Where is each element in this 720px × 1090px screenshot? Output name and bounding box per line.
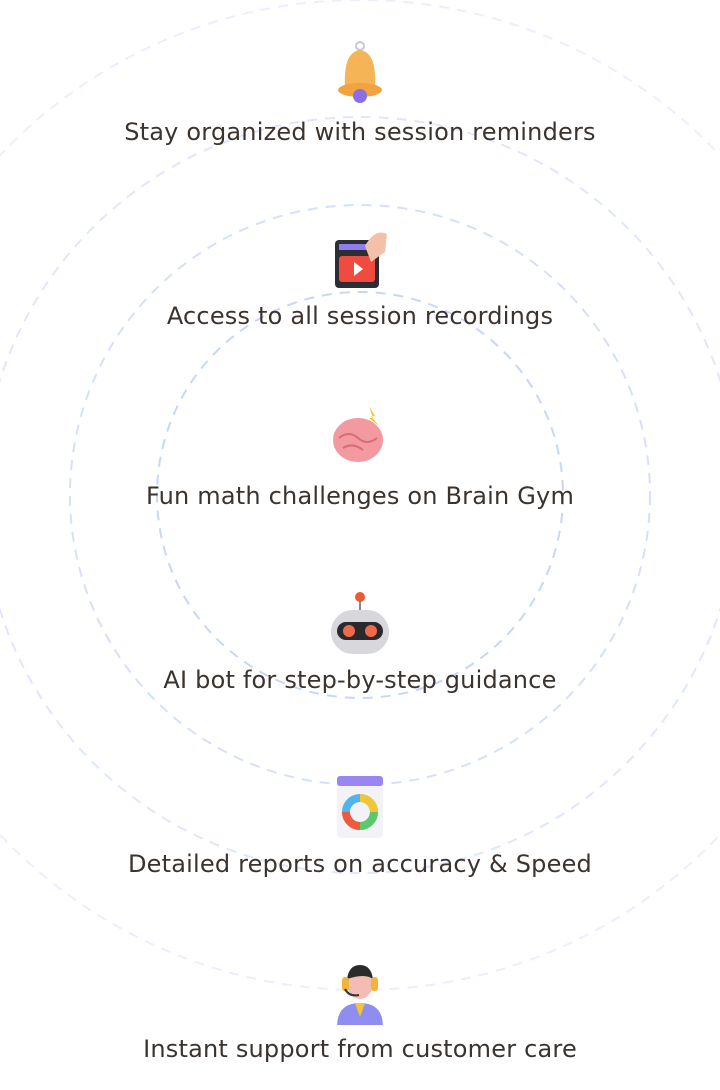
- feature-reports: Detailed reports on accuracy & Speed: [0, 770, 720, 878]
- video-player-icon: [325, 222, 395, 292]
- feature-reminders: Stay organized with session reminders: [0, 38, 720, 146]
- customer-support-icon: [325, 955, 395, 1027]
- ring-inner: [156, 291, 564, 699]
- feature-ai-bot: AI bot for step-by-step guidance: [0, 586, 720, 694]
- feature-label: Instant support from customer care: [143, 1035, 577, 1063]
- feature-label: Fun math challenges on Brain Gym: [145, 482, 575, 510]
- report-chart-icon: [325, 770, 395, 840]
- feature-label: AI bot for step-by-step guidance: [163, 666, 557, 694]
- feature-label: Access to all session recordings: [166, 302, 554, 330]
- feature-label: Stay organized with session reminders: [124, 118, 596, 146]
- brain-icon: [325, 402, 395, 472]
- feature-label: Detailed reports on accuracy & Speed: [128, 850, 592, 878]
- feature-brain-gym: Fun math challenges on Brain Gym: [0, 402, 720, 510]
- feature-support: Instant support from customer care: [0, 955, 720, 1063]
- feature-recordings: Access to all session recordings: [0, 222, 720, 330]
- bell-icon: [325, 38, 395, 108]
- robot-icon: [325, 586, 395, 656]
